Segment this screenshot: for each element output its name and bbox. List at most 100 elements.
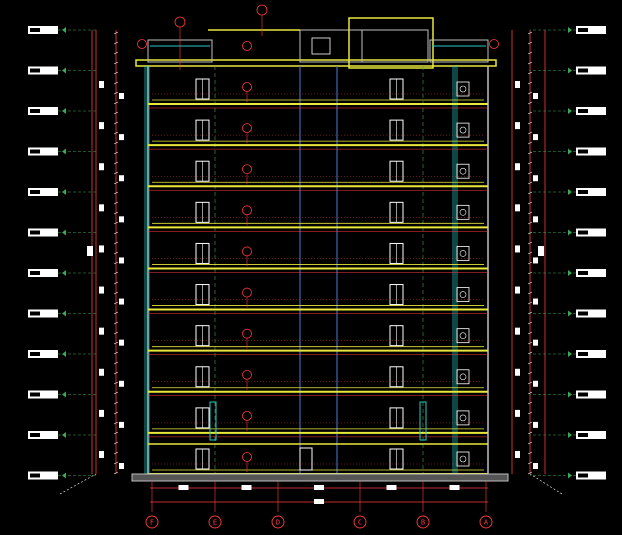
dim-tick	[527, 201, 533, 205]
ac-unit	[456, 369, 470, 385]
dim-value-block	[515, 368, 520, 376]
ac-unit	[456, 81, 470, 97]
level-tag-l	[28, 309, 96, 318]
level-tag-l	[28, 147, 96, 156]
ac-unit	[456, 204, 470, 220]
ac-unit	[456, 163, 470, 179]
level-tag-arrow	[568, 27, 572, 33]
dim-value-block	[99, 163, 104, 171]
dim-value-block	[515, 286, 520, 294]
dim-tick	[113, 331, 119, 335]
dim-tick	[527, 51, 533, 55]
level-tag-l	[28, 107, 96, 115]
dim-tick	[113, 351, 119, 355]
level-tag-box	[576, 107, 606, 115]
dim-value-block	[119, 380, 124, 387]
level-tag-l	[28, 471, 96, 480]
level-tag-glyph	[30, 352, 40, 356]
dim-tick	[527, 391, 533, 395]
dimension-lines	[59, 30, 563, 512]
level-tag-box	[576, 471, 606, 480]
level-tag-r	[530, 431, 606, 439]
dim-value-block	[99, 81, 104, 88]
level-tag-r	[530, 228, 606, 237]
dim-tick	[113, 111, 119, 115]
dim-tick	[113, 181, 119, 185]
roof-block-right	[361, 29, 429, 63]
dim-tick	[527, 111, 533, 115]
dim-tick	[113, 81, 119, 85]
dim-tick	[527, 191, 533, 195]
grid-axis-circle	[208, 515, 222, 529]
dim-value-block	[533, 216, 538, 223]
ac-unit-fan	[459, 332, 467, 339]
index-marker	[242, 369, 252, 380]
bottom-leader-left	[59, 473, 97, 495]
level-tag-arrow	[568, 270, 572, 276]
dim-tick	[527, 121, 533, 125]
dim-tick	[113, 211, 119, 215]
dim-tick	[527, 81, 533, 85]
index-marker	[242, 287, 252, 298]
level-tag-box	[28, 471, 58, 480]
ac-unit-fan	[459, 209, 467, 216]
dim-value-block	[119, 134, 124, 141]
dim-tick	[527, 351, 533, 355]
dim-tick	[113, 271, 119, 275]
dim-bottom-value	[241, 485, 252, 490]
dim-tick	[527, 221, 533, 225]
dim-tick	[527, 101, 533, 105]
dim-value-block	[533, 134, 538, 141]
level-tag-glyph	[30, 149, 40, 154]
dim-tick	[527, 431, 533, 435]
dim-value-block	[99, 451, 104, 458]
wall-left-shade	[144, 66, 150, 474]
dim-value-block	[99, 122, 104, 130]
grid-axis-d: D	[271, 515, 285, 529]
dim-tick	[527, 291, 533, 295]
dim-tick	[527, 401, 533, 405]
dim-tick	[113, 301, 119, 305]
dim-tick	[113, 461, 119, 465]
dim-value-block	[515, 409, 520, 417]
dim-tick	[527, 161, 533, 165]
ac-unit-fan	[459, 373, 467, 381]
dim-bottom-total-value	[314, 499, 324, 504]
ac-unit-fan	[459, 291, 467, 298]
dim-tick	[113, 391, 119, 395]
dim-tick	[527, 341, 533, 345]
level-tag-arrow	[568, 229, 572, 236]
dim-value-block	[99, 286, 104, 294]
ground-base	[131, 473, 509, 482]
dim-value-block	[119, 175, 124, 182]
level-tag-arrow	[568, 391, 572, 398]
level-tag-box	[576, 431, 606, 439]
dim-tick	[527, 361, 533, 365]
dim-tick	[527, 91, 533, 95]
dim-tick	[113, 241, 119, 245]
level-tag-box	[576, 26, 606, 34]
dim-tick	[527, 371, 533, 375]
ac-unit	[456, 246, 470, 261]
level-tag-glyph	[30, 68, 40, 73]
dim-tick	[527, 441, 533, 445]
dim-tick	[113, 201, 119, 205]
level-tag-arrow	[62, 351, 66, 357]
dim-tick	[113, 441, 119, 445]
dim-value-block	[515, 204, 520, 212]
level-tag-box	[576, 269, 606, 277]
dim-bottom-value	[386, 485, 397, 490]
level-tag-box	[576, 228, 606, 237]
dim-tick	[113, 141, 119, 145]
dim-tick	[527, 381, 533, 385]
dim-tick	[527, 31, 533, 35]
grid-axis-label: C	[358, 519, 362, 527]
dim-value-block	[515, 122, 520, 130]
dim-tick	[113, 31, 119, 35]
level-tag-glyph	[30, 311, 40, 316]
dim-tick	[113, 41, 119, 45]
dim-tick	[113, 71, 119, 75]
dim-value-block	[533, 175, 538, 182]
dim-tick	[527, 421, 533, 425]
